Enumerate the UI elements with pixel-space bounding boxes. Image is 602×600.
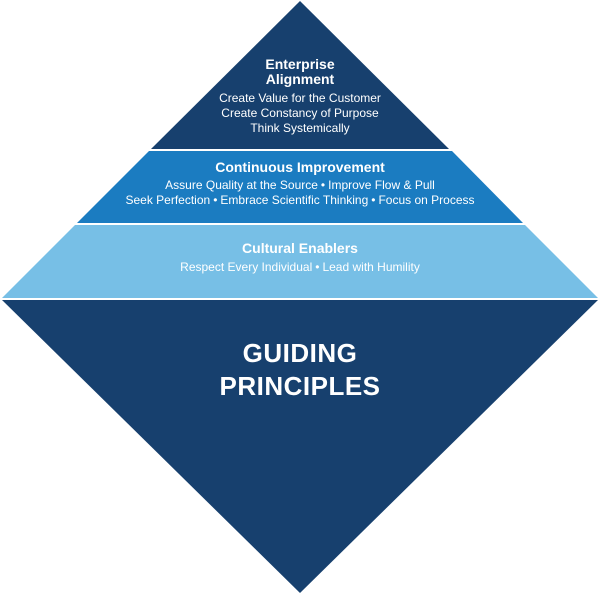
- enterprise-alignment-item: Create Constancy of Purpose: [221, 106, 379, 120]
- enterprise-alignment-items: Create Value for the Customer Create Con…: [170, 91, 430, 136]
- cultural-enablers-item: Respect Every Individual: [180, 260, 313, 274]
- cultural-enablers-title: Cultural Enablers: [242, 240, 358, 256]
- continuous-improvement-row2: Seek Perfection•Embrace Scientific Think…: [80, 193, 520, 208]
- enterprise-alignment-title-line1: Enterprise: [265, 56, 335, 72]
- continuous-improvement-item: Assure Quality at the Source: [165, 178, 318, 192]
- guiding-principles-title: GUIDING PRINCIPLES: [150, 337, 450, 403]
- continuous-improvement-item: Seek Perfection: [125, 193, 211, 207]
- bullet-separator: •: [213, 193, 218, 207]
- continuous-improvement-tier: [77, 151, 523, 223]
- continuous-improvement-item: Focus on Process: [378, 193, 475, 207]
- cultural-enablers-item: Lead with Humility: [322, 260, 420, 274]
- bullet-separator: •: [371, 193, 376, 207]
- cultural-enablers-row1: Respect Every Individual•Lead with Humil…: [100, 260, 500, 275]
- continuous-improvement-title: Continuous Improvement: [215, 159, 385, 175]
- bullet-separator: •: [315, 260, 320, 274]
- guiding-principles-tier: [2, 300, 598, 593]
- guiding-principles-line1: GUIDING: [242, 338, 358, 368]
- enterprise-alignment-tier: [151, 1, 449, 149]
- enterprise-alignment-title: Enterprise Alignment: [200, 57, 400, 87]
- guiding-principles-line2: PRINCIPLES: [219, 371, 381, 401]
- cultural-enablers-tier: [2, 225, 598, 298]
- enterprise-alignment-item: Think Systemically: [250, 121, 350, 135]
- enterprise-alignment-title-line2: Alignment: [265, 71, 335, 87]
- bullet-separator: •: [320, 178, 326, 192]
- continuous-improvement-item: Embrace Scientific Thinking: [220, 193, 369, 207]
- enterprise-alignment-item: Create Value for the Customer: [219, 91, 381, 105]
- continuous-improvement-item: Improve Flow & Pull: [328, 178, 435, 192]
- continuous-improvement-row1: Assure Quality at the Source•Improve Flo…: [100, 178, 500, 193]
